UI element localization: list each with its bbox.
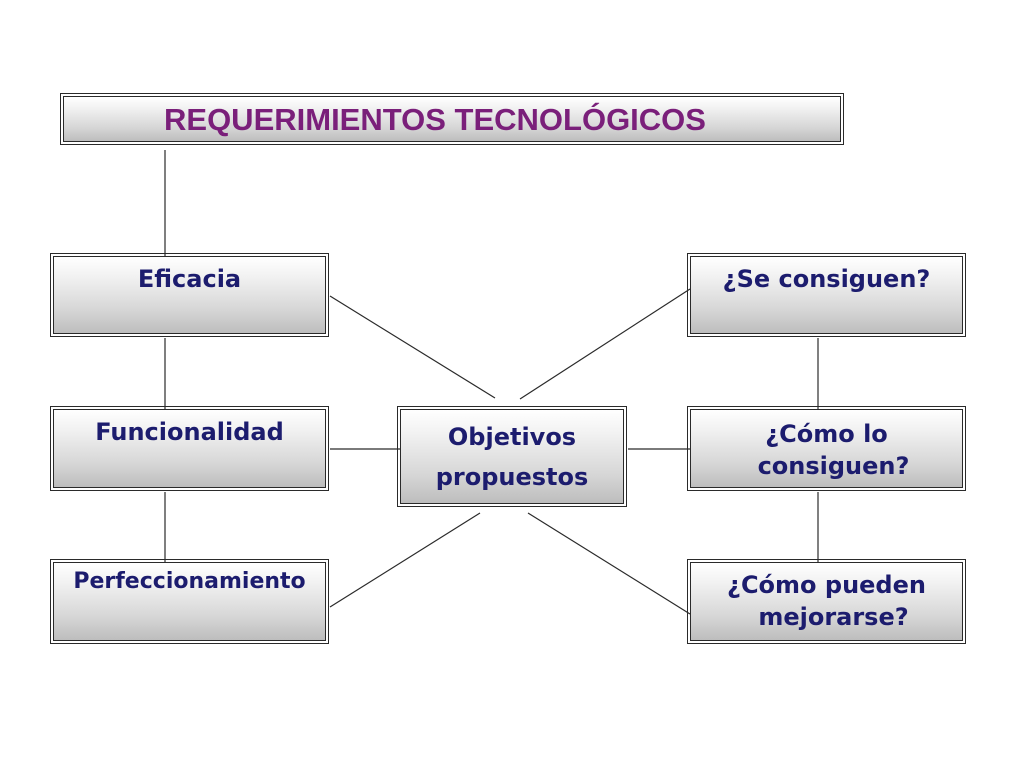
node-eficacia-label: Eficacia <box>137 265 242 293</box>
node-perfeccionamiento: Perfeccionamiento <box>50 559 329 644</box>
node-eficacia: Eficacia <box>50 253 329 337</box>
node-como-lo-consiguen: ¿Cómo lo consiguen? <box>687 406 966 491</box>
connector-se-consiguen-objetivos <box>519 288 691 400</box>
connector-como-mejorarse-objetivos <box>527 512 691 615</box>
node-como-pueden-line1: ¿Cómo pueden <box>727 571 926 599</box>
diagram-title: REQUERIMIENTOS TECNOLÓGICOS <box>164 102 706 137</box>
node-como-pueden-line2: mejorarse? <box>758 603 909 631</box>
title-box: REQUERIMIENTOS TECNOLÓGICOS <box>60 93 844 145</box>
node-objetivos-line2: propuestos <box>435 463 589 491</box>
node-se-consiguen: ¿Se consiguen? <box>687 253 966 337</box>
node-como-lo-line2: consiguen? <box>757 452 910 480</box>
connector-perfeccionamiento-objetivos <box>329 512 481 608</box>
node-funcionalidad: Funcionalidad <box>50 406 329 491</box>
node-se-consiguen-label: ¿Se consiguen? <box>722 265 931 293</box>
node-funcionalidad-label: Funcionalidad <box>95 418 284 446</box>
node-como-lo-line1: ¿Cómo lo <box>765 420 888 448</box>
node-perfeccionamiento-label: Perfeccionamiento <box>73 569 306 594</box>
node-objetivos-propuestos: Objetivos propuestos <box>397 406 627 507</box>
node-objetivos-line1: Objetivos <box>447 423 577 451</box>
connector-eficacia-objetivos <box>329 295 496 399</box>
node-como-pueden-mejorarse: ¿Cómo pueden mejorarse? <box>687 559 966 644</box>
